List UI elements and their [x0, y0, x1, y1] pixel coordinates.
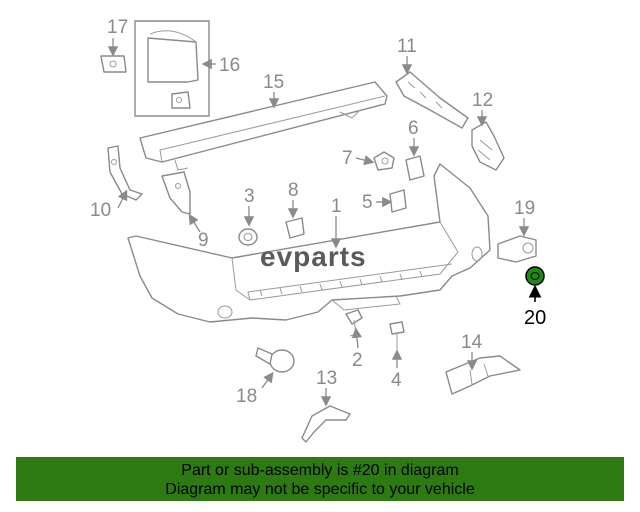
- bumper-cover-1: [127, 163, 491, 323]
- bracket-12: [471, 121, 505, 171]
- callout-labels: 17 16 15 11 12 6 7 5 10 9 3 8 1 19 20 2 …: [90, 17, 546, 407]
- callout-9: 9: [198, 230, 209, 251]
- retainer-20-highlighted: [525, 266, 545, 286]
- bracket-14: [445, 355, 521, 395]
- callout-3: 3: [244, 186, 255, 207]
- bolt-2: [345, 309, 363, 337]
- callout-16: 16: [219, 55, 240, 76]
- callout-10: 10: [90, 200, 111, 221]
- screw-4: [389, 321, 405, 350]
- grommet-3: [238, 228, 258, 246]
- callout-14: 14: [461, 332, 483, 353]
- banner-line-disclaimer: Diagram may not be specific to your vehi…: [165, 481, 475, 498]
- clip-17: [100, 55, 127, 73]
- clip-7: [373, 151, 395, 171]
- callout-11: 11: [397, 36, 417, 57]
- callout-17: 17: [107, 17, 128, 38]
- callout-6: 6: [408, 118, 419, 139]
- callout-15: 15: [263, 72, 284, 93]
- callout-8: 8: [288, 180, 299, 201]
- pad-6: [405, 155, 425, 181]
- bracket-13: [301, 405, 351, 443]
- callout-4: 4: [391, 370, 402, 391]
- info-banner: Part or sub-assembly is #20 in diagram D…: [16, 457, 624, 501]
- reinforcement-15: [139, 81, 388, 171]
- retainer-5: [389, 189, 407, 213]
- callout-7: 7: [342, 148, 353, 169]
- bracket-10: [107, 145, 143, 201]
- callout-19: 19: [514, 198, 535, 219]
- banner-line-part: Part or sub-assembly is #20 in diagram: [181, 462, 459, 479]
- stud-18: [255, 347, 295, 373]
- bracket-9: [161, 171, 191, 215]
- pad-8: [285, 217, 305, 239]
- callout-12: 12: [472, 90, 493, 111]
- leader-lines: [107, 38, 542, 407]
- callout-20-highlighted: 20: [524, 307, 546, 329]
- mudflap-group: [134, 20, 210, 117]
- sensor-19: [497, 235, 537, 263]
- callout-18: 18: [236, 386, 257, 407]
- watermark-text: evparts: [260, 241, 367, 272]
- callout-5: 5: [362, 192, 373, 213]
- callout-13: 13: [316, 368, 337, 389]
- bracket-11: [395, 71, 469, 129]
- callout-1: 1: [331, 196, 342, 217]
- watermark-logo: evparts: [260, 241, 367, 272]
- callout-2: 2: [352, 350, 363, 371]
